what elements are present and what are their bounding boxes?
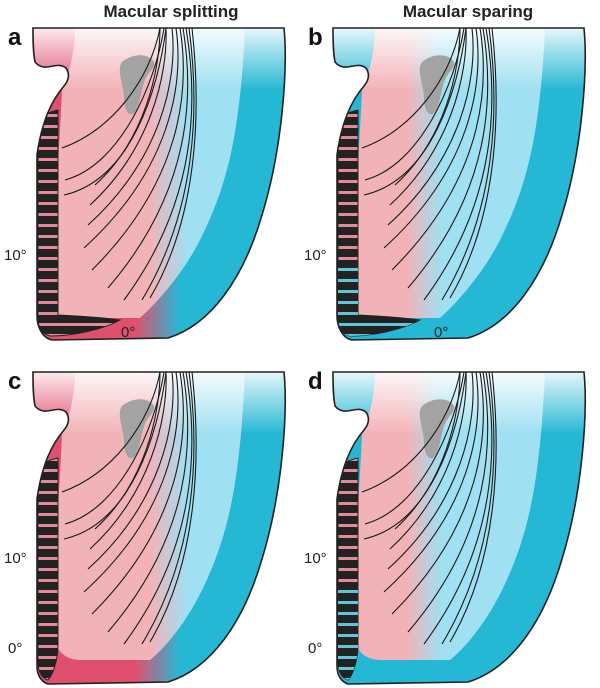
retina-field [54,372,245,660]
nerve-fiber [361,371,461,493]
nerve-fiber [91,27,184,271]
column-title-macular-sparing: Macular sparing [402,2,534,21]
retina-field [54,28,245,318]
nerve-fiber [123,27,193,301]
nerve-fiber [63,371,167,540]
tick-10-degrees-a: 10° [4,247,27,264]
panel-d-macular-sparing: d 10° 0° [300,344,600,688]
retina-outline [332,371,586,685]
hatched-band [37,457,59,681]
retina-diagram-c [32,371,286,685]
tick-0-degrees-d: 0° [308,640,323,657]
nerve-fiber [87,371,174,570]
top-fade [33,28,286,90]
nerve-fiber [63,27,167,196]
retina-diagram-a [32,27,286,341]
retina-outline [32,371,286,685]
nerve-fiber [423,371,493,645]
nerve-fiber [83,27,179,249]
nerve-fiber [394,27,461,186]
nerve-fiber [364,27,465,181]
panel-letter-b: b [308,24,323,51]
nerve-fiber [94,371,161,530]
nerve-fiber [107,371,189,633]
tick-0-degrees-a: 0° [121,324,136,341]
nerve-fiber [407,27,489,289]
nerve-fiber [64,371,165,525]
tick-10-degrees-c: 10° [4,550,27,567]
retina-field [354,28,545,318]
panel-letter-d: d [308,368,323,395]
nerve-fiber [89,371,167,550]
hatched-band-blue [338,582,358,680]
panel-b-macular-sparing: b 10° 0° [300,0,600,344]
nerve-fiber [89,27,167,206]
top-fade [33,372,286,434]
nerve-fiber [407,371,489,633]
retina-diagram-b [332,27,586,341]
panel-letter-c: c [8,368,22,395]
nerve-fiber [83,371,179,593]
nerve-fiber [383,371,479,593]
nerve-fiber [389,371,467,550]
nerve-fiber [64,27,165,181]
nerve-fiber [394,371,461,530]
nerve-fiber [383,27,479,249]
nerve-fiber [149,371,197,643]
tick-0-degrees-b: 0° [434,324,449,341]
top-fade [333,372,586,434]
tick-0-degrees-c: 0° [8,640,23,657]
nerve-fiber [387,371,474,570]
nerve-fiber [94,27,161,186]
nerve-fiber [87,27,174,226]
retina-outline [32,27,286,341]
nerve-fiber [149,27,197,299]
nerve-fiber [423,27,493,301]
nerve-fiber [364,371,465,525]
nerve-fiber [141,27,195,301]
nerve-fiber [389,27,467,206]
nerve-fiber [441,27,495,301]
retina-diagram-d [332,371,586,685]
hatched-band-blue [338,260,420,336]
nerve-fiber [61,27,161,149]
nerve-fiber [107,27,189,289]
nerve-fiber [391,371,484,615]
nerve-fiber [61,371,161,493]
hatched-band [37,109,122,337]
nerve-fiber [363,27,467,196]
tick-10-degrees-d: 10° [304,550,327,567]
nerve-fiber [361,27,461,149]
nerve-fiber [449,371,497,643]
nerve-fiber [449,27,497,299]
tick-10-degrees-b: 10° [304,247,327,264]
nerve-fiber [91,371,184,615]
retina-outline [332,27,586,341]
retina-field [354,372,545,660]
top-fade [333,28,586,90]
panel-a-macular-splitting: a 10° 0° [0,0,300,344]
nerve-fiber [441,371,495,645]
nerve-fiber [387,27,474,226]
panel-c-macular-splitting: c 10° 0° [0,344,300,688]
nerve-fiber [141,371,195,645]
nerve-fiber [363,371,467,540]
column-title-macular-splitting: Macular splitting [103,2,239,21]
panel-letter-a: a [8,24,22,51]
nerve-fiber [391,27,484,271]
nerve-fiber [123,371,193,645]
